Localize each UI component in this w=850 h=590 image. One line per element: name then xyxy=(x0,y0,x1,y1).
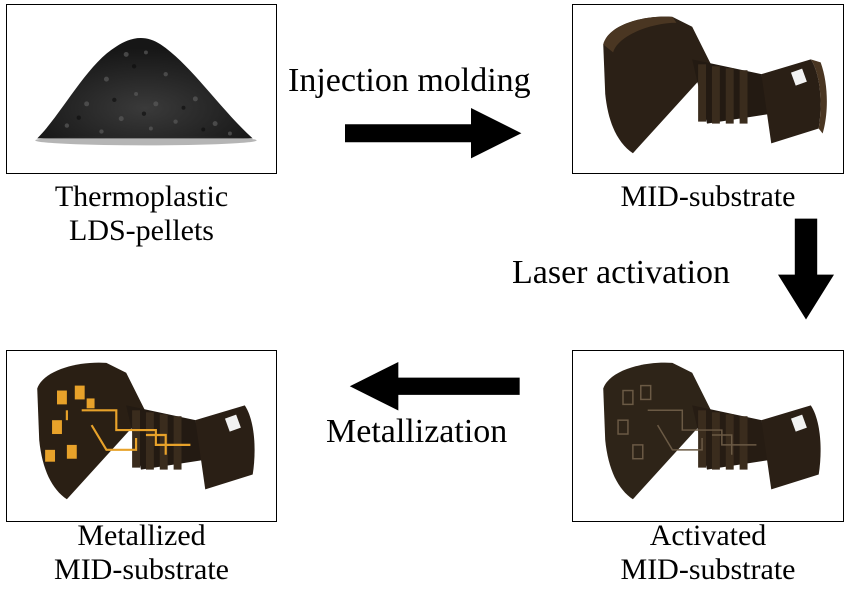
arrow-down-icon xyxy=(778,218,834,320)
substrate-image-frame xyxy=(572,4,844,174)
pellets-image xyxy=(35,38,257,146)
pellets-caption-line2: LDS-pellets xyxy=(69,214,214,247)
metallization-label: Metallization xyxy=(326,413,508,450)
pellets-caption: Thermoplastic LDS-pellets xyxy=(6,180,277,248)
activated-caption-line1: Activated xyxy=(649,519,767,552)
activated-caption: Activated MID-substrate xyxy=(572,519,844,587)
metallized-image-frame xyxy=(6,350,277,522)
activated-caption-line2: MID-substrate xyxy=(620,553,796,586)
arrow-right-icon xyxy=(345,108,522,159)
injection-molding-label: Injection molding xyxy=(288,62,531,99)
substrate-caption-line1: MID-substrate xyxy=(620,180,796,213)
pellets-image-frame xyxy=(6,4,277,174)
pellets-caption-line1: Thermoplastic xyxy=(54,180,229,213)
activated-image xyxy=(603,362,821,500)
substrate-image xyxy=(603,16,827,154)
metallized-caption: Metallized MID-substrate xyxy=(6,519,277,587)
metallized-image xyxy=(37,362,255,500)
laser-activation-label: Laser activation xyxy=(512,254,731,291)
metallized-caption-line1: Metallized xyxy=(77,519,206,552)
activated-image-frame xyxy=(572,350,844,522)
substrate-caption: MID-substrate xyxy=(572,180,844,214)
metallized-caption-line2: MID-substrate xyxy=(54,553,229,586)
arrow-left-icon xyxy=(349,362,520,411)
